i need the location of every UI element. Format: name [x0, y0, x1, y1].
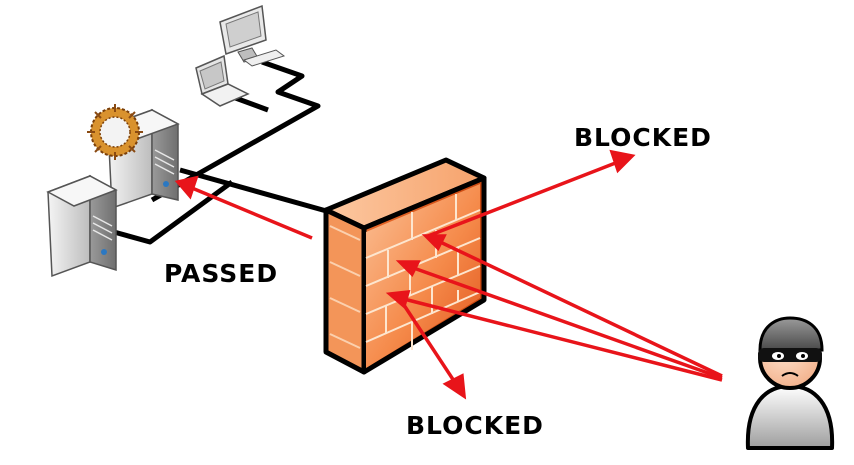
cable-server: [113, 179, 234, 245]
blocked-label-top: BLOCKED: [574, 123, 712, 152]
laptop-icon: [195, 54, 250, 107]
blocked-arrow-down: [396, 295, 458, 385]
desktop-computer-icon: [219, 4, 286, 67]
hacker-body: [745, 384, 835, 450]
firewall-front-face: [323, 207, 367, 375]
server-icon: [46, 174, 118, 278]
passed-label: PASSED: [164, 259, 278, 288]
hacker-icon: [745, 316, 835, 450]
traffic-arrows: [174, 149, 723, 400]
blocked-label-bottom: BLOCKED: [406, 411, 544, 440]
attack-line-3: [399, 296, 723, 382]
firewall-mortar-lines: [365, 194, 481, 350]
passed-arrow: [191, 186, 313, 240]
blocked-arrow-down-head: [442, 373, 467, 400]
blocked-arrow-up-head: [609, 149, 636, 174]
attack-line-1: [435, 238, 723, 378]
cable-infected-server: [179, 167, 331, 215]
virus-icon: [87, 104, 143, 160]
hacker-mask: [758, 348, 822, 362]
hacker-cap: [758, 316, 824, 352]
brick-firewall-icon: [323, 157, 487, 375]
blocked-arrow-up: [427, 160, 619, 238]
attack-line-2: [407, 264, 723, 380]
passed-arrow-head: [174, 175, 199, 200]
cable-desktop: [150, 59, 321, 203]
